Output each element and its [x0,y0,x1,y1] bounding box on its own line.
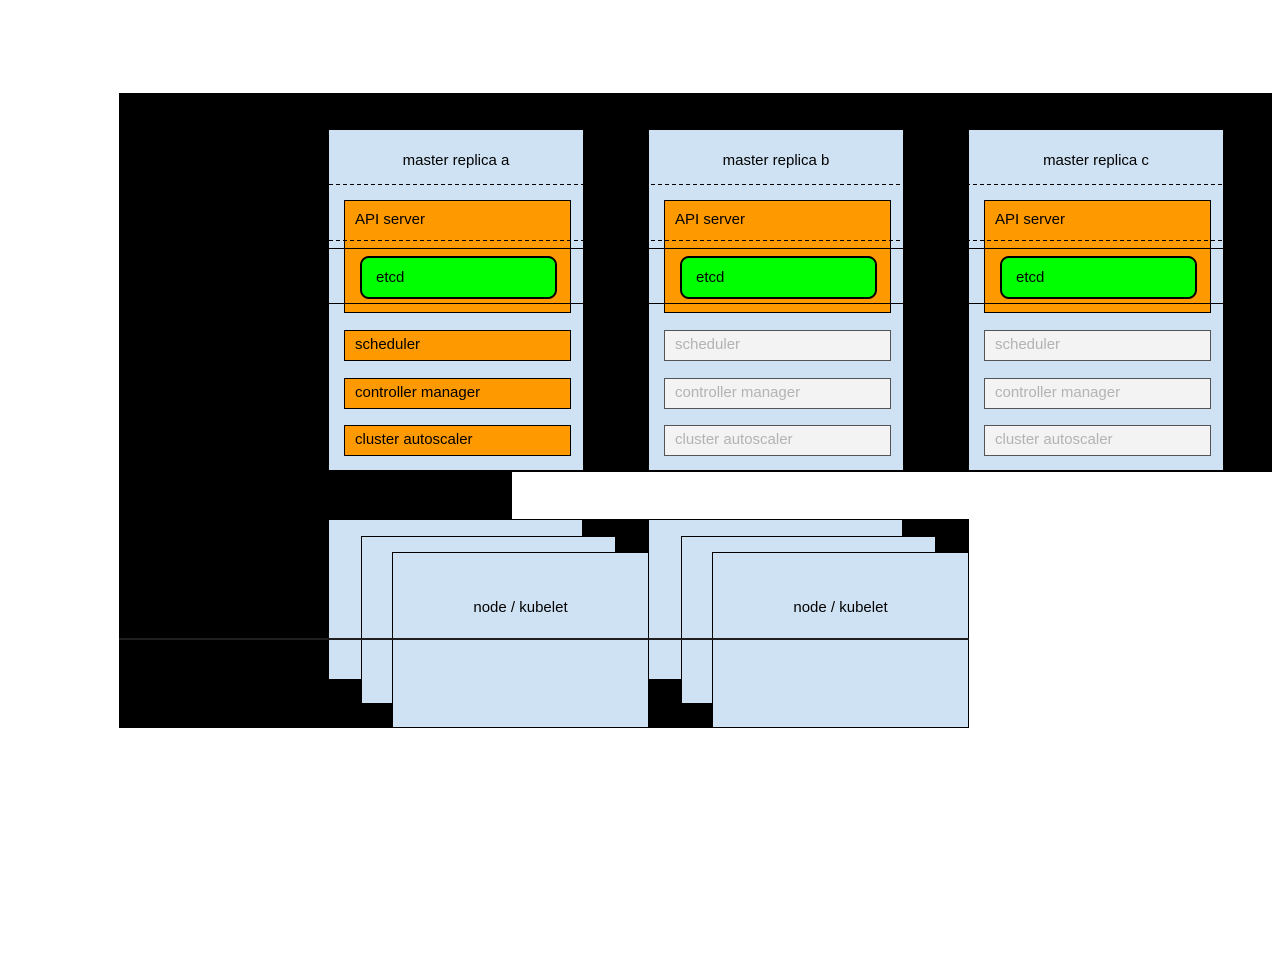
component-label: controller manager [995,384,1121,401]
etcd-label: etcd [696,269,725,286]
master-title: master replica c [1043,152,1149,169]
component-box-controller-manager: controller manager [664,378,891,409]
api-separator-dashed-line [119,240,1272,241]
component-label: cluster autoscaler [995,431,1113,448]
component-label: controller manager [355,384,481,401]
master-box: master replica b API server etcd scheduler c… [648,129,904,471]
master-box: master replica a API server etcd scheduler c… [328,129,584,471]
component-label: scheduler [355,336,421,353]
etcd-label: etcd [376,269,405,286]
component-box-cluster-autoscaler: cluster autoscaler [344,425,571,456]
node-label: node / kubelet [473,599,568,616]
etcd-label: etcd [1016,269,1045,286]
etcd-zone-top-line [119,248,1272,249]
node-zone-line [119,638,969,640]
etcd-pill: etcd [1000,256,1197,299]
component-label: cluster autoscaler [355,431,473,448]
component-label: cluster autoscaler [675,431,793,448]
master-title: master replica b [722,152,830,169]
component-label: scheduler [675,336,741,353]
etcd-pill: etcd [360,256,557,299]
component-box-cluster-autoscaler: cluster autoscaler [984,425,1211,456]
component-box-scheduler: scheduler [664,330,891,361]
master-box: master replica c API server etcd scheduler c… [968,129,1224,471]
component-box-scheduler: scheduler [984,330,1211,361]
node-front-box: node / kubelet [712,552,969,728]
component-box-controller-manager: controller manager [344,378,571,409]
component-box-scheduler: scheduler [344,330,571,361]
title-separator-dashed-line [119,184,1272,185]
etcd-pill: etcd [680,256,877,299]
component-box-cluster-autoscaler: cluster autoscaler [664,425,891,456]
api-server-label: API server [355,211,426,228]
etcd-zone-bottom-line [119,303,1272,304]
master-title: master replica a [402,152,510,169]
node-front-box: node / kubelet [392,552,649,728]
component-label: controller manager [675,384,801,401]
component-label: scheduler [995,336,1061,353]
node-label: node / kubelet [793,599,888,616]
api-server-label: API server [995,211,1066,228]
api-server-label: API server [675,211,746,228]
component-box-controller-manager: controller manager [984,378,1211,409]
